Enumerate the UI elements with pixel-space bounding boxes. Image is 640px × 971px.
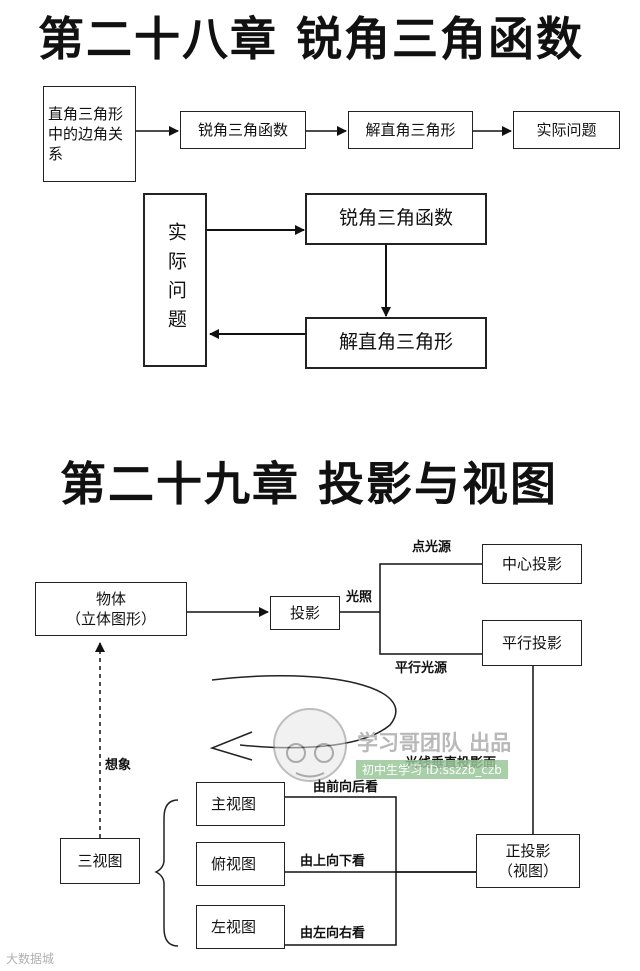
mascot-face bbox=[273, 708, 347, 782]
box-parallel-projection: 平行投影 bbox=[482, 620, 582, 666]
box-projection-label: 投影 bbox=[289, 603, 320, 622]
box-top-view-label: 俯视图 bbox=[211, 854, 257, 873]
box-practical-problem: 实际问题 bbox=[513, 111, 620, 149]
line-side-view bbox=[285, 872, 397, 946]
box-practical-problem-vertical: 实际问题 bbox=[143, 193, 207, 367]
box-acute-trig-2-label: 锐角三角函数 bbox=[338, 207, 453, 230]
label-imagine: 想象 bbox=[105, 758, 132, 773]
box-three-views: 三视图 bbox=[60, 838, 140, 884]
box-solve-right-triangle-label: 解直角三角形 bbox=[365, 120, 456, 139]
label-parallel-source: 平行光源 bbox=[395, 661, 448, 676]
box-solve-right-triangle: 解直角三角形 bbox=[348, 111, 473, 149]
box-orthographic-projection: 正投影 （视图） bbox=[476, 834, 580, 888]
box-solve-right-triangle-2-label: 解直角三角形 bbox=[338, 331, 453, 354]
box-object: 物体 （立体图形） bbox=[35, 582, 187, 636]
label-point-source: 点光源 bbox=[412, 540, 452, 555]
chapter-29-title: 第二十九章 投影与视图 bbox=[60, 457, 559, 511]
label-top-to-bottom: 由上向下看 bbox=[300, 854, 366, 869]
box-edge-angle-relation: 直角三角形中的边角关系 bbox=[43, 86, 136, 182]
box-top-view: 俯视图 bbox=[196, 842, 285, 886]
box-object-label: 物体 （立体图形） bbox=[65, 589, 156, 628]
watermark-sub: 初中生学习 ID:sszzb_czb bbox=[356, 760, 508, 779]
watermark-corner: 大数据城 bbox=[6, 952, 55, 966]
label-left-to-right: 由左向右看 bbox=[300, 926, 366, 941]
box-central-projection: 中心投影 bbox=[482, 544, 582, 584]
box-side-view: 左视图 bbox=[196, 905, 285, 949]
box-front-view-label: 主视图 bbox=[211, 794, 257, 813]
box-acute-trig-2: 锐角三角函数 bbox=[305, 193, 487, 245]
chapter-28-title: 第二十八章 锐角三角函数 bbox=[38, 12, 585, 66]
box-orthographic-projection-label: 正投影 （视图） bbox=[497, 841, 558, 880]
box-parallel-projection-label: 平行投影 bbox=[501, 633, 562, 652]
label-front-to-back: 由前向后看 bbox=[313, 780, 379, 795]
box-practical-problem-label: 实际问题 bbox=[536, 120, 597, 139]
box-central-projection-label: 中心投影 bbox=[501, 554, 562, 573]
brace-views bbox=[154, 799, 179, 947]
bracket-light bbox=[379, 563, 482, 655]
box-front-view: 主视图 bbox=[196, 782, 285, 826]
label-light: 光照 bbox=[346, 590, 373, 605]
box-acute-trig-label: 锐角三角函数 bbox=[197, 120, 288, 139]
box-projection: 投影 bbox=[270, 596, 340, 630]
box-practical-problem-vertical-label: 实际问题 bbox=[164, 222, 187, 338]
box-solve-right-triangle-2: 解直角三角形 bbox=[305, 317, 487, 369]
box-acute-trig: 锐角三角函数 bbox=[180, 111, 306, 149]
box-three-views-label: 三视图 bbox=[77, 851, 123, 870]
box-side-view-label: 左视图 bbox=[211, 917, 257, 936]
curved-arrow-head bbox=[209, 731, 253, 761]
box-edge-angle-relation-label: 直角三角形中的边角关系 bbox=[48, 104, 124, 164]
watermark-team: 学习哥团队 出品 bbox=[357, 731, 512, 755]
